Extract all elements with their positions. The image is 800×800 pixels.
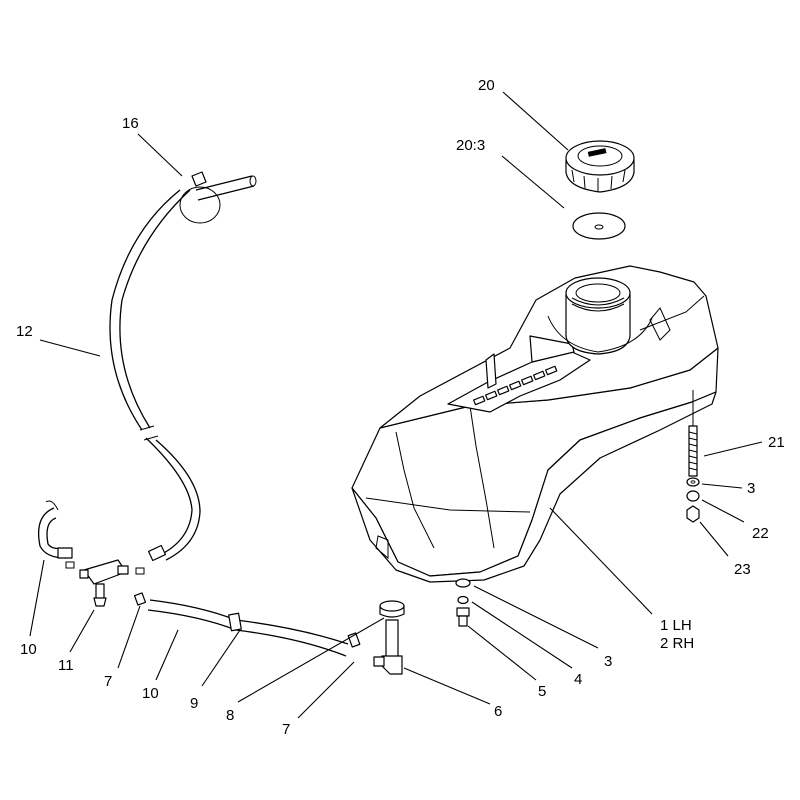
- lockwasher-4: [457, 595, 469, 605]
- label-2-rh: 2 RH: [660, 635, 694, 652]
- hose-12: [109, 189, 201, 561]
- label-3-right: 3: [747, 480, 755, 497]
- label-7-right: 7: [282, 721, 290, 738]
- label-7-left: 7: [104, 673, 112, 690]
- label-10-lower: 10: [142, 685, 159, 702]
- label-20-3: 20:3: [456, 137, 485, 154]
- fuel-tank: [351, 265, 719, 583]
- tray-slots: [473, 365, 558, 406]
- washer-3-right: [686, 477, 700, 487]
- label-5: 5: [538, 683, 546, 700]
- label-22: 22: [752, 525, 769, 542]
- label-21: 21: [768, 434, 785, 451]
- label-4: 4: [574, 671, 582, 688]
- label-10-left: 10: [20, 641, 37, 658]
- clamp-7-left: [133, 592, 147, 606]
- label-20: 20: [478, 77, 495, 94]
- label-23: 23: [734, 561, 751, 578]
- nut-23: [686, 505, 700, 523]
- label-3-lower: 3: [604, 653, 612, 670]
- cap-gasket: [572, 212, 626, 240]
- bolt-5: [456, 607, 470, 627]
- label-11: 11: [58, 657, 74, 674]
- lockwasher-22: [686, 490, 700, 502]
- hose-10-lower: [147, 599, 349, 657]
- washer-3-lower: [455, 578, 471, 588]
- label-12: 12: [16, 323, 33, 340]
- label-9: 9: [190, 695, 198, 712]
- elbow-fitting-6: [373, 619, 403, 675]
- label-6: 6: [494, 703, 502, 720]
- stud-21: [688, 390, 698, 477]
- callout-labels: 20 20:3 16 12 21 3 22 23 1 LH 2 RH 3 4 5…: [16, 77, 785, 738]
- shutoff-valve-11: [79, 559, 129, 607]
- label-16: 16: [122, 115, 139, 132]
- clip-16: [179, 171, 257, 224]
- leader-lines: [29, 91, 763, 719]
- grommet-8: [379, 600, 405, 618]
- label-8: 8: [226, 707, 234, 724]
- hose-stubs: [57, 544, 167, 575]
- label-1-lh: 1 LH: [660, 617, 692, 634]
- clamp-9: [228, 612, 242, 632]
- fuel-cap: [565, 140, 635, 193]
